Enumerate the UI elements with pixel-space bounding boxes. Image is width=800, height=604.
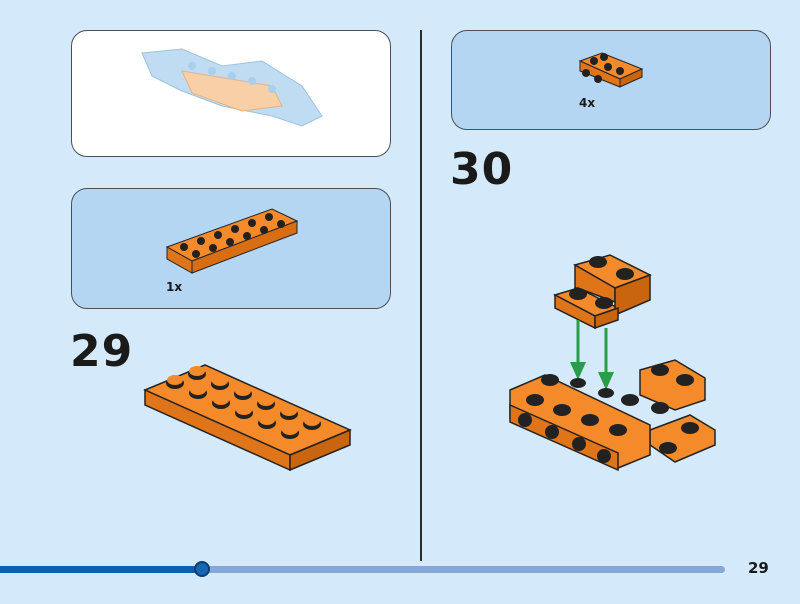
model-preview-image <box>141 48 323 127</box>
column-divider <box>420 30 422 561</box>
progress-track[interactable] <box>0 566 725 573</box>
bracket-piece <box>553 254 652 330</box>
progress-fill <box>0 566 203 573</box>
step-number: 30 <box>450 144 514 195</box>
green-arrow-icon <box>570 320 614 390</box>
step-29-plate-illustration <box>143 364 352 472</box>
base-assembly <box>509 359 716 472</box>
part-quantity: 4x <box>579 96 596 110</box>
part-quantity: 1x <box>166 280 183 294</box>
progress-knob[interactable] <box>194 561 210 577</box>
parts-list-panel-step-30: 4x <box>451 30 771 130</box>
model-preview-panel <box>71 30 391 157</box>
parts-list-panel-step-29: 1x <box>71 188 391 309</box>
plate-2x6-icon <box>165 208 299 274</box>
step-30-assembly-illustration <box>509 254 716 472</box>
bracket-plate-icon <box>578 52 644 88</box>
step-number: 29 <box>70 326 134 377</box>
page-number: 29 <box>748 559 769 577</box>
